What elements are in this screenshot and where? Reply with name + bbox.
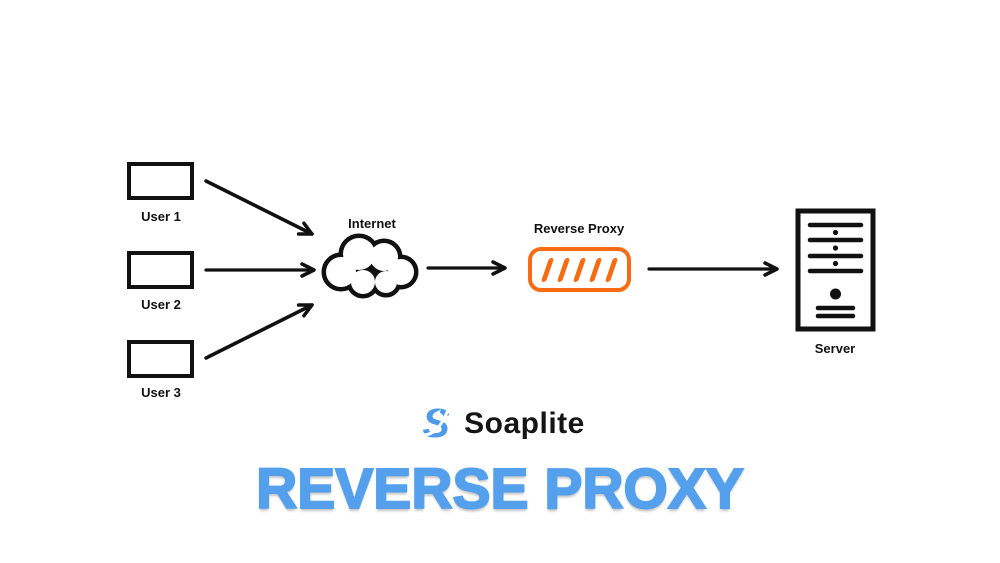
node-user3-box <box>127 340 194 378</box>
proxy-slashes-icon <box>540 257 619 282</box>
node-user2-box <box>127 251 194 289</box>
svg-text:S: S <box>422 404 449 444</box>
reverse-proxy-label: Reverse Proxy <box>533 221 625 236</box>
arrow-user1-internet <box>204 179 314 236</box>
internet-label: Internet <box>348 216 396 231</box>
node-user1-box <box>127 162 194 200</box>
soaplite-s-icon: S <box>417 404 450 444</box>
brand-logo: S Soaplite <box>0 404 1000 444</box>
server-label: Server <box>814 341 856 356</box>
page-title: REVERSE PROXY <box>255 456 745 522</box>
server-tower-icon <box>795 208 876 332</box>
cloud-icon <box>321 233 419 299</box>
user3-label: User 3 <box>141 385 181 400</box>
user1-label: User 1 <box>141 209 181 224</box>
arrow-user3-internet <box>204 303 314 360</box>
reverse-proxy-node <box>528 247 631 292</box>
user2-label: User 2 <box>141 297 181 312</box>
brand-logo-text: Soaplite <box>464 407 585 440</box>
